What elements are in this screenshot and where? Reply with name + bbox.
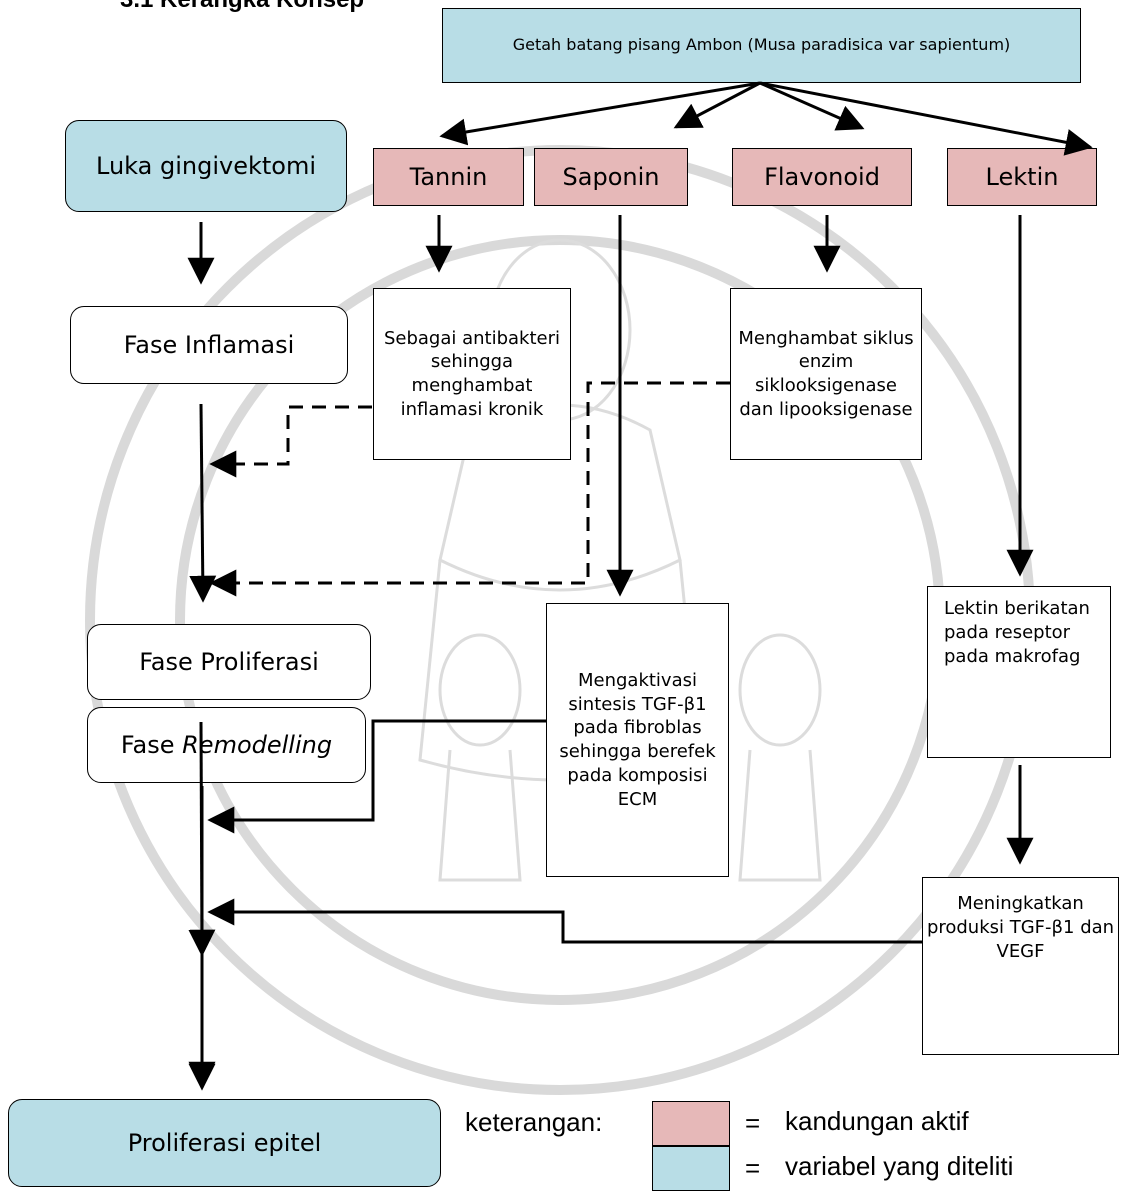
fase-proliferasi-label: Fase Proliferasi bbox=[139, 648, 319, 676]
arrow-lektin-remodelling bbox=[207, 898, 922, 944]
proliferasi-epitel-node: Proliferasi epitel bbox=[8, 1099, 441, 1187]
fase-remodelling-visible: Fase Remodelling bbox=[87, 707, 366, 783]
legend-swatch-variable bbox=[652, 1146, 730, 1191]
wound-node-label: Luka gingivektomi bbox=[96, 152, 316, 180]
fase-remodelling-italic: Remodelling bbox=[182, 731, 333, 759]
lektin-node-label: Lektin bbox=[985, 163, 1059, 191]
lektin-effect-1-label: Lektin berikatan pada reseptor pada makr… bbox=[944, 598, 1090, 667]
arrow-source-lektin bbox=[759, 81, 1093, 156]
lektin-effect-1-node: Lektin berikatan pada reseptor pada makr… bbox=[927, 586, 1111, 758]
saponin-node-label: Saponin bbox=[562, 163, 660, 191]
tannin-node-label: Tannin bbox=[409, 163, 488, 191]
flavonoid-effect-node: Menghambat siklus enzim siklooksigenase … bbox=[730, 288, 922, 460]
tannin-effect-label: Sebagai antibakteri sehingga menghambat … bbox=[383, 327, 561, 420]
saponin-effect-label: Mengaktivasi sintesis TGF-β1 pada fibrob… bbox=[559, 669, 716, 810]
legend-swatch-active bbox=[652, 1101, 730, 1146]
flavonoid-node-label: Flavonoid bbox=[764, 163, 880, 191]
wound-node: Luka gingivektomi bbox=[65, 120, 347, 212]
flavonoid-effect-label: Menghambat siklus enzim siklooksigenase … bbox=[738, 327, 914, 420]
legend-title: keterangan: bbox=[465, 1107, 603, 1137]
tannin-effect-node: Sebagai antibakteri sehingga menghambat … bbox=[373, 288, 571, 460]
legend-label-active: kandungan aktif bbox=[785, 1106, 969, 1136]
fase-remodelling-prefix: Fase bbox=[120, 731, 183, 759]
tannin-node: Tannin bbox=[373, 148, 524, 206]
lektin-node: Lektin bbox=[947, 148, 1097, 206]
section-heading: 3.1 Kerangka Konsep bbox=[120, 0, 364, 14]
dashed-tannin-inflamasi bbox=[209, 405, 372, 478]
legend-label-variable: variabel yang diteliti bbox=[785, 1151, 1014, 1181]
source-node-label: Getah batang pisang Ambon (Musa paradisi… bbox=[512, 35, 1011, 55]
lektin-effect-2-node: Meningkatkan produksi TGF-β1 dan VEGF bbox=[922, 877, 1119, 1055]
arrow-source-tannin bbox=[439, 81, 761, 146]
fase-inflamasi-label: Fase Inflamasi bbox=[123, 331, 295, 359]
flavonoid-node: Flavonoid bbox=[732, 148, 912, 206]
arrow-source-flavonoid bbox=[759, 81, 865, 131]
arrow-inflamasi-proliferasi bbox=[189, 403, 217, 603]
saponin-effect-node: Mengaktivasi sintesis TGF-β1 pada fibrob… bbox=[546, 603, 729, 877]
fase-inflamasi-node: Fase Inflamasi bbox=[70, 306, 348, 384]
lektin-effect-2-label: Meningkatkan produksi TGF-β1 dan VEGF bbox=[926, 893, 1115, 962]
legend-equals-variable: = bbox=[745, 1153, 761, 1183]
source-node: Getah batang pisang Ambon (Musa paradisi… bbox=[442, 8, 1081, 83]
legend-equals-active: = bbox=[745, 1108, 761, 1138]
fase-proliferasi-node: Fase Proliferasi bbox=[87, 624, 371, 700]
proliferasi-epitel-label: Proliferasi epitel bbox=[127, 1129, 322, 1157]
arrow-source-saponin bbox=[673, 81, 761, 129]
saponin-node: Saponin bbox=[534, 148, 688, 206]
